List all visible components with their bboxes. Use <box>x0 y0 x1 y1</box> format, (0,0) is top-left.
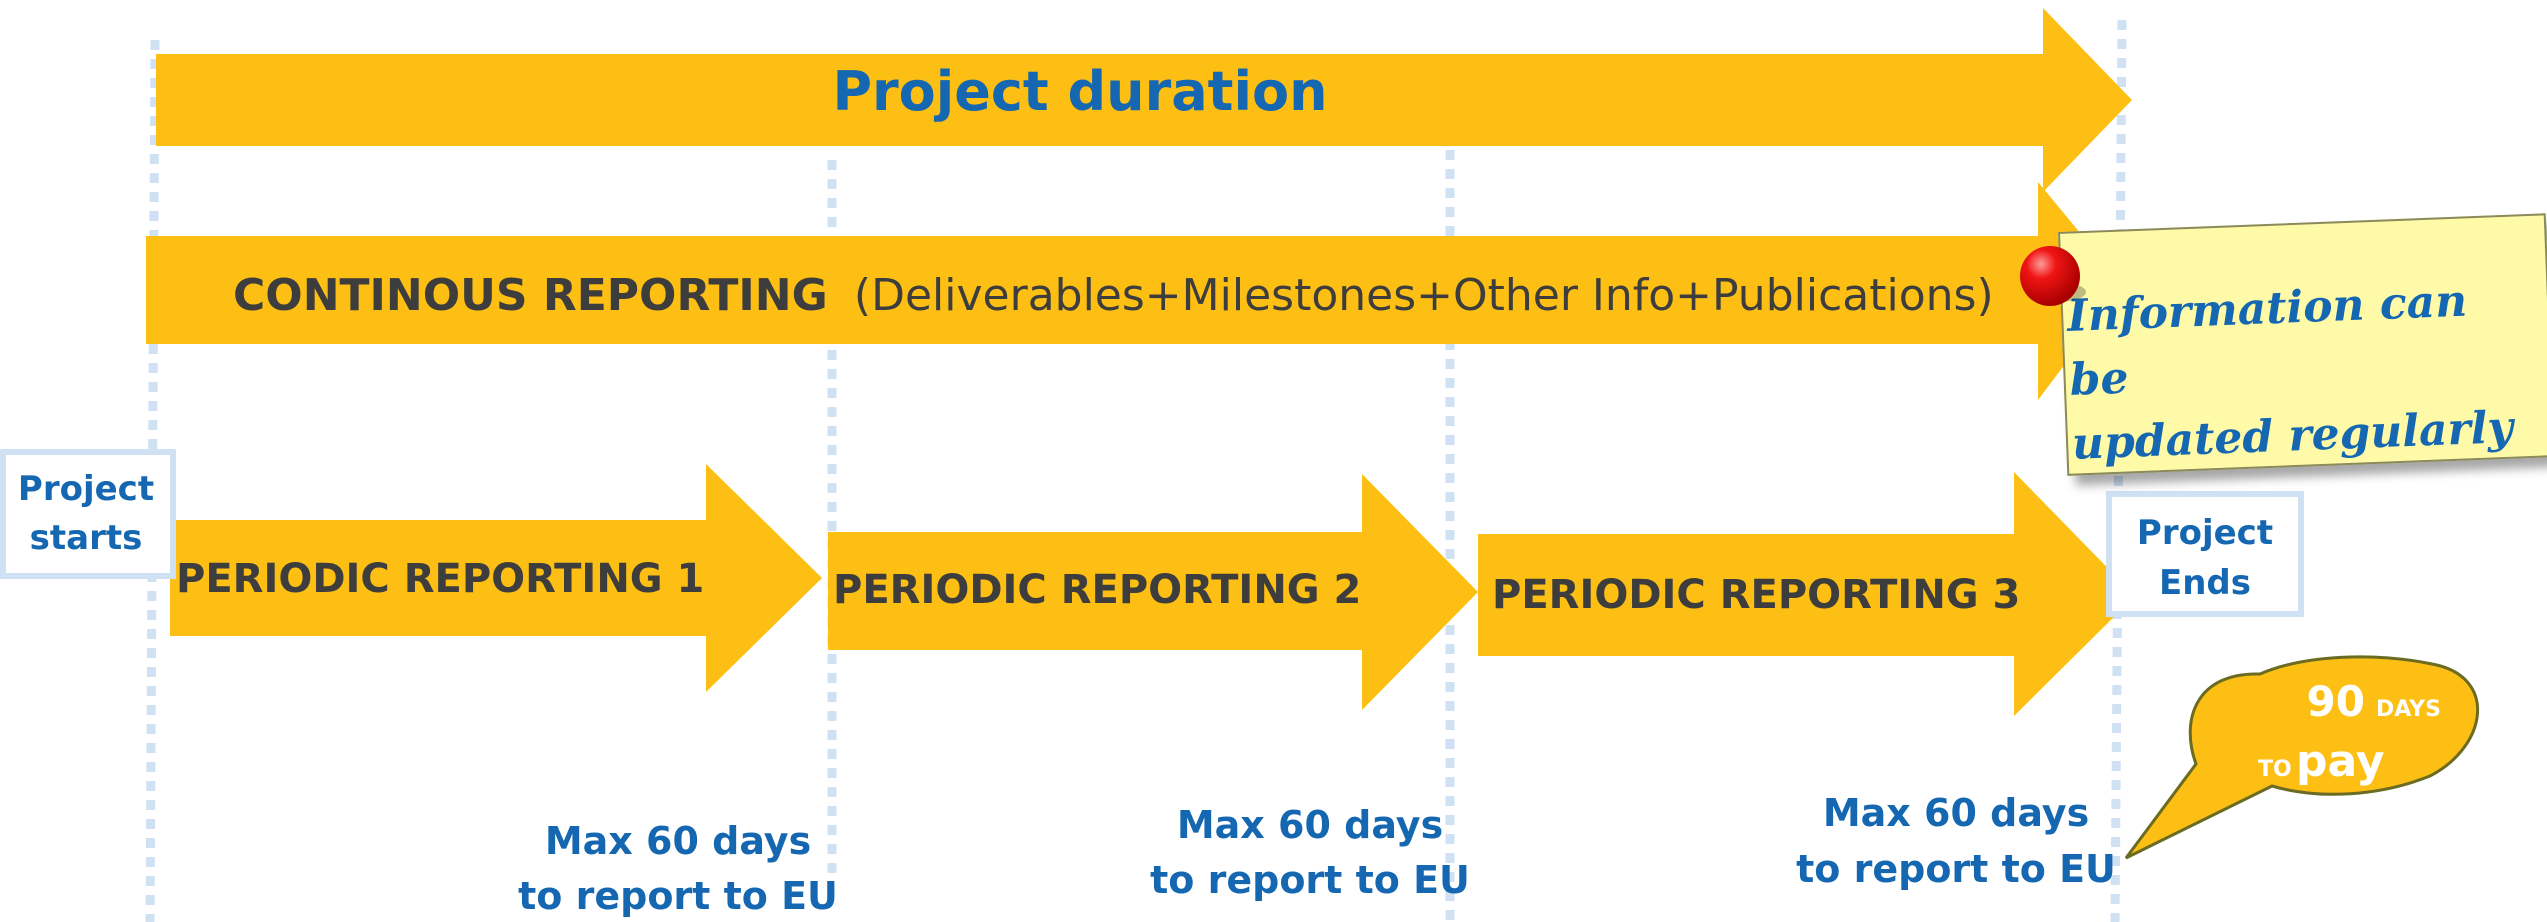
sticky-note-line1: Information can be <box>2066 275 2468 406</box>
project-starts-line2: starts <box>30 518 143 558</box>
periodic-reporting-3-label: PERIODIC REPORTING 3 <box>1492 572 2020 618</box>
deadline-3-line2: to report to EU <box>1796 847 2116 891</box>
pay-callout-days: DAYS <box>2376 697 2441 722</box>
timeline-gridlines <box>145 19 2127 922</box>
pay-callout-to: TO <box>2258 757 2292 782</box>
project-duration-arrow <box>156 8 2132 192</box>
pay-callout-pay: pay <box>2296 736 2385 787</box>
project-ends-line1: Project <box>2137 513 2273 553</box>
push-pin-icon <box>2020 246 2086 306</box>
periodic-reporting-1-arrow <box>170 464 822 692</box>
periodic-reporting-2-arrow <box>828 474 1478 710</box>
continuous-reporting-arrow <box>146 182 2124 400</box>
deadline-2-line1: Max 60 days <box>1177 803 1443 847</box>
deadline-1-line1: Max 60 days <box>545 819 811 863</box>
periodic-reporting-2-label: PERIODIC REPORTING 2 <box>833 567 1361 613</box>
periodic-reporting-1-label: PERIODIC REPORTING 1 <box>176 556 704 602</box>
continuous-reporting-label: CONTINOUS REPORTING (Deliverables+Milest… <box>233 270 1994 321</box>
project-starts-box <box>0 449 176 579</box>
sticky-note-text: Information can be updated regularly <box>2066 267 2543 476</box>
project-starts-line1: Project <box>18 469 154 509</box>
deadline-2-line2: to report to EU <box>1150 858 1470 902</box>
deadline-3-line1: Max 60 days <box>1823 791 2089 835</box>
continuous-reporting-details: (Deliverables+Milestones+Other Info+Publ… <box>854 270 1994 321</box>
pay-callout-bubble <box>2124 655 2480 860</box>
deadline-1-line2: to report to EU <box>518 874 838 918</box>
project-duration-label: Project duration <box>832 60 1327 123</box>
periodic-reporting-3-arrow <box>1478 472 2135 716</box>
project-ends-box <box>2106 491 2304 617</box>
project-ends-line2: Ends <box>2159 563 2251 603</box>
pay-callout-number: 90 <box>2307 677 2365 726</box>
continuous-reporting-title: CONTINOUS REPORTING <box>233 270 828 321</box>
